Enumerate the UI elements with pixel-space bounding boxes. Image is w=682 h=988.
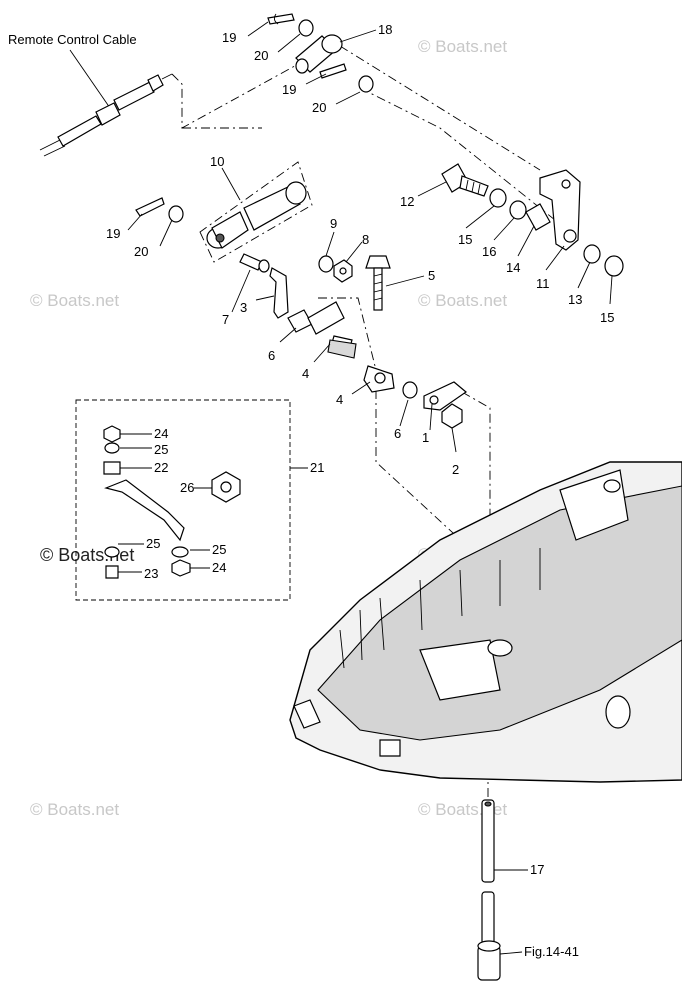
- callout-6: 6: [268, 348, 275, 363]
- callout-12: 12: [400, 194, 414, 209]
- callout-23: 23: [144, 566, 158, 581]
- bolt-12: [441, 163, 489, 197]
- callout-3: 3: [240, 300, 247, 315]
- callout-20: 20: [254, 48, 268, 63]
- callout-10: 10: [210, 154, 224, 169]
- link-rod-10: [206, 181, 307, 249]
- callout-13: 13: [568, 292, 582, 307]
- washer-6: [402, 381, 418, 399]
- watermark: © Boats.net: [30, 291, 119, 310]
- joint-18: [295, 34, 343, 74]
- shaft-assembly: [287, 301, 357, 359]
- callout-2: 2: [452, 462, 459, 477]
- bottom-cowling: [289, 461, 682, 783]
- kit-parts: [103, 425, 191, 579]
- watermark: © Boats.net: [30, 800, 119, 819]
- washer-15-top: [489, 188, 507, 208]
- pin-7: [239, 253, 270, 273]
- lever-11: [539, 169, 581, 251]
- washer-left: [168, 205, 184, 223]
- figure-reference: Fig.14-41: [524, 944, 579, 959]
- watermark: © Boats.net: [418, 37, 507, 56]
- callout-4: 4: [336, 392, 343, 407]
- nut-8: [333, 259, 353, 283]
- callouts: 19 20 18 19 20 10 19 20 7 9 8 5 3 6 4 4 …: [106, 22, 614, 959]
- callout-24: 24: [154, 426, 168, 441]
- callout-15: 15: [600, 310, 614, 325]
- callout-9: 9: [330, 216, 337, 231]
- callout-15: 15: [458, 232, 472, 247]
- callout-8: 8: [362, 232, 369, 247]
- collar-14: [525, 203, 551, 231]
- remote-control-cable-label: Remote Control Cable: [8, 32, 137, 47]
- nut-26: [211, 471, 241, 503]
- bracket-3: [269, 267, 289, 319]
- callout-6: 6: [394, 426, 401, 441]
- washer-15-bottom: [604, 255, 624, 277]
- callout-24: 24: [212, 560, 226, 575]
- washer-top: [298, 19, 314, 37]
- callout-20: 20: [134, 244, 148, 259]
- callout-17: 17: [530, 862, 544, 877]
- callout-22: 22: [154, 460, 168, 475]
- kit-21-box: [75, 399, 291, 601]
- cotter-pin-left: [135, 197, 165, 217]
- cotter-pin-mid: [319, 63, 347, 79]
- callout-4: 4: [302, 366, 309, 381]
- washer-9: [318, 255, 334, 273]
- washer-mid: [358, 75, 374, 93]
- washer-16: [509, 200, 527, 220]
- callout-26: 26: [180, 480, 194, 495]
- bolt-5: [365, 255, 391, 311]
- callout-11: 11: [536, 276, 550, 291]
- callout-19: 19: [282, 82, 296, 97]
- callout-7: 7: [222, 312, 229, 327]
- watermark-dark: © Boats.net: [40, 545, 134, 565]
- bushing-13: [583, 244, 601, 264]
- callout-20: 20: [312, 100, 326, 115]
- callout-1: 1: [422, 430, 429, 445]
- rod-17: [477, 799, 501, 981]
- callout-leaders: [118, 21, 613, 955]
- lever-1: [423, 381, 467, 411]
- callout-25: 25: [154, 442, 168, 457]
- callout-14: 14: [506, 260, 520, 275]
- cotter-pin-top: [267, 13, 295, 25]
- callout-25: 25: [146, 536, 160, 551]
- callout-16: 16: [482, 244, 496, 259]
- callout-19: 19: [106, 226, 120, 241]
- nut-2: [441, 403, 463, 429]
- watermark: © Boats.net: [418, 291, 507, 310]
- joint-4-lower: [363, 365, 395, 393]
- callout-18: 18: [378, 22, 392, 37]
- callout-19: 19: [222, 30, 236, 45]
- callout-5: 5: [428, 268, 435, 283]
- cable-leader: [69, 49, 111, 109]
- remote-control-cable: [39, 73, 173, 157]
- callout-25: 25: [212, 542, 226, 557]
- callout-21: 21: [310, 460, 324, 475]
